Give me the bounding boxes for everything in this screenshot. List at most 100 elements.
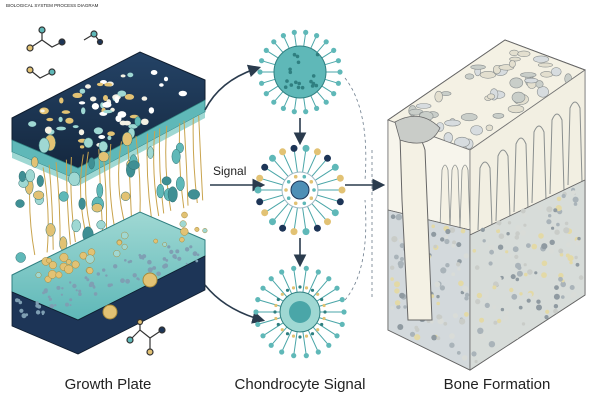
vesicle-dots-top: [28, 70, 187, 149]
strand: [178, 123, 185, 209]
marrow-cell: [474, 265, 480, 270]
cell-granule: [310, 288, 315, 292]
cell-granule: [315, 52, 320, 57]
vesicle-dot: [123, 120, 131, 126]
cell-dot: [147, 146, 154, 159]
vesicle-dot: [78, 101, 86, 105]
marrow-cell: [520, 229, 526, 236]
cell-tip: [303, 109, 309, 115]
marrow-cell: [536, 299, 541, 304]
cell-tip: [315, 269, 321, 275]
cell-dot: [98, 140, 108, 152]
vesicle-dot: [117, 111, 127, 118]
cell-tip: [271, 39, 277, 45]
marrow-cell: [560, 281, 566, 288]
marrow-cell: [460, 228, 466, 234]
cell-granule: [312, 188, 316, 192]
gold-cell: [179, 237, 185, 243]
cell-dot: [120, 191, 131, 201]
marrow-cell: [494, 224, 500, 230]
cell-dot: [68, 171, 81, 186]
vesicle-dot: [59, 97, 64, 104]
cell-spike: [302, 207, 307, 232]
cell-spike: [293, 148, 298, 173]
vesicle-dot: [96, 82, 104, 87]
pore: [509, 56, 521, 62]
cell-dot: [58, 191, 69, 202]
marrow-cell: [506, 232, 510, 236]
cell-dot: [78, 197, 86, 210]
texture-dot: [49, 304, 52, 307]
marrow-cell: [526, 298, 531, 303]
marrow-cell: [507, 221, 512, 225]
cell-granule: [322, 316, 326, 321]
cell-tip: [263, 91, 269, 97]
texture-dot: [162, 264, 167, 269]
marrow-cell: [511, 293, 518, 300]
cell-tip: [335, 80, 341, 86]
chondrocyte-cells: [15, 116, 200, 263]
marrow-cell: [444, 235, 449, 239]
texture-dot: [156, 271, 161, 277]
cell-tip: [314, 33, 320, 39]
cell-granule: [286, 180, 291, 184]
cell-tip: [331, 163, 339, 171]
vesicle-dot: [65, 117, 74, 124]
pore: [487, 93, 496, 100]
vesicle-dot: [61, 110, 71, 114]
cell-spike: [314, 166, 336, 181]
texture-dot: [94, 293, 97, 296]
cell-granule: [300, 85, 305, 90]
growth-plate-bottom-layer: [11, 211, 208, 355]
vesicle-dot: [91, 103, 99, 110]
cell-spike: [311, 325, 330, 346]
marrow-cell: [518, 305, 523, 310]
gold-cell: [46, 257, 52, 264]
marrow-cell: [578, 275, 584, 280]
vesicle-dot: [103, 95, 108, 101]
marrow-cell: [531, 243, 538, 250]
cell-granule: [320, 322, 324, 327]
cell-tip: [291, 29, 297, 35]
marrow-cell: [444, 238, 450, 245]
marrow-cell: [399, 243, 405, 249]
vesicle-dot: [148, 107, 155, 114]
cell-dot: [33, 190, 45, 200]
cell-dot: [15, 252, 26, 263]
vesicle-dot: [107, 135, 112, 141]
pore: [535, 80, 544, 88]
vesicle-dot: [120, 74, 126, 78]
texture-dot: [120, 278, 125, 284]
arch: [495, 149, 511, 222]
marrow-cell: [458, 318, 466, 325]
marrow-cell: [390, 277, 394, 281]
texture-dot: [43, 290, 47, 294]
marrow-cell: [390, 265, 395, 270]
cartilage-texture: [15, 245, 200, 319]
texture-dot: [41, 312, 45, 316]
marrow-cell: [496, 229, 501, 234]
vesicle-dot: [107, 131, 115, 136]
strand: [165, 125, 172, 211]
arrow-icon: [204, 64, 262, 111]
texture-dot: [19, 308, 24, 313]
strand: [146, 133, 152, 219]
cell-granule: [298, 335, 302, 339]
marrow-cell: [551, 226, 555, 230]
molecule-icon: [26, 26, 104, 79]
cell-dot: [83, 137, 94, 149]
gold-cell: [121, 243, 128, 250]
marrow-cell: [553, 293, 560, 300]
cell-tip: [256, 174, 264, 182]
marrow-cell: [492, 285, 497, 290]
marrow-cell: [403, 305, 407, 309]
cell-dot: [167, 186, 178, 203]
marrow-cell: [458, 280, 464, 287]
marrow-cell: [496, 318, 502, 324]
strand: [65, 159, 71, 245]
vesicle-dot: [79, 145, 85, 149]
chondrocyte-signal-label: Chondrocyte Signal: [235, 376, 366, 393]
marrow-cell: [456, 351, 461, 355]
marrow-cell: [457, 267, 461, 271]
cell-dot: [31, 156, 39, 168]
